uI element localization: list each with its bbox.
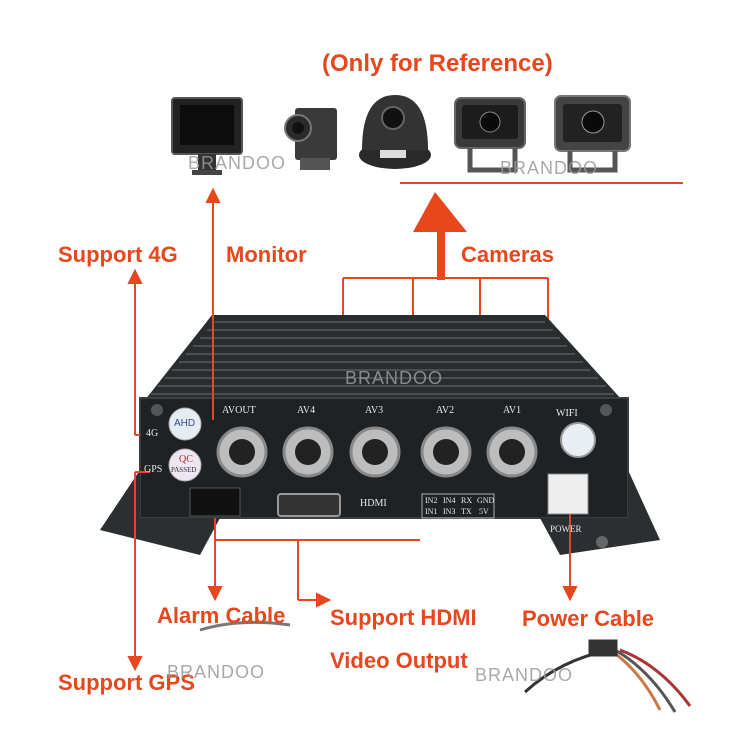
port-label-av1: AV1 — [503, 405, 522, 416]
monitor-icon — [171, 97, 243, 175]
watermark: BRANDOO — [475, 665, 574, 685]
connector-av1 — [486, 426, 538, 478]
ahd-badge — [168, 407, 202, 441]
hdmi-label: HDMI — [360, 498, 387, 509]
qc-badge — [168, 448, 202, 482]
power-cable-wire — [523, 639, 692, 713]
qc-badge-bottom: PASSED — [171, 466, 197, 474]
antenna-gps-label: GPS — [144, 464, 163, 475]
camera-icon — [284, 108, 337, 170]
camera-icon — [454, 97, 526, 173]
label-cameras: Cameras — [461, 242, 554, 267]
label-power-cable: Power Cable — [522, 606, 655, 631]
label-alarm-cable: Alarm Cable — [157, 603, 286, 628]
connector-av2 — [420, 426, 472, 478]
camera-icon — [554, 95, 631, 173]
camera-icon — [359, 95, 431, 169]
reference-note: (Only for Reference) — [322, 50, 553, 77]
io-in3: IN3 — [443, 507, 456, 516]
port-label-avout: AVOUT — [222, 405, 256, 416]
watermark: BRANDOO — [188, 153, 287, 173]
watermark: BRANDOO — [500, 158, 599, 178]
label-monitor: Monitor — [226, 242, 307, 267]
io-tx: TX — [461, 507, 472, 516]
ahd-badge-text: AHD — [174, 418, 196, 429]
io-in4: IN4 — [443, 496, 456, 505]
port-label-av3: AV3 — [365, 405, 384, 416]
io-gnd: GND — [477, 496, 495, 505]
power-port — [547, 473, 589, 515]
io-grid — [421, 493, 495, 519]
label-video-output: Video Output — [330, 648, 468, 673]
wifi-label: WIFI — [556, 408, 578, 419]
hdmi-port — [277, 493, 341, 517]
port-label-av2: AV2 — [436, 405, 455, 416]
watermark: BRANDOO — [345, 368, 444, 388]
label-support-gps: Support GPS — [58, 670, 195, 695]
label-support-4g: Support 4G — [58, 242, 178, 267]
connector-av3 — [349, 426, 401, 478]
label-support-hdmi: Support HDMI — [330, 605, 477, 630]
io-in2: IN2 — [425, 496, 438, 505]
connector-avout — [216, 426, 268, 478]
antenna-4g-label: 4G — [146, 428, 159, 439]
io-5v: 5V — [479, 507, 489, 516]
qc-badge-top: QC — [179, 454, 193, 465]
watermark: BRANDOO — [167, 662, 266, 682]
alarm-wire — [199, 620, 291, 632]
alarm-port — [189, 487, 241, 517]
power-label: POWER — [550, 524, 582, 534]
connector-av4 — [282, 426, 334, 478]
arrow-icon — [413, 192, 467, 280]
io-in1: IN1 — [425, 507, 438, 516]
io-rx: RX — [461, 496, 473, 505]
wifi-dial — [560, 422, 596, 458]
port-label-av4: AV4 — [297, 405, 316, 416]
